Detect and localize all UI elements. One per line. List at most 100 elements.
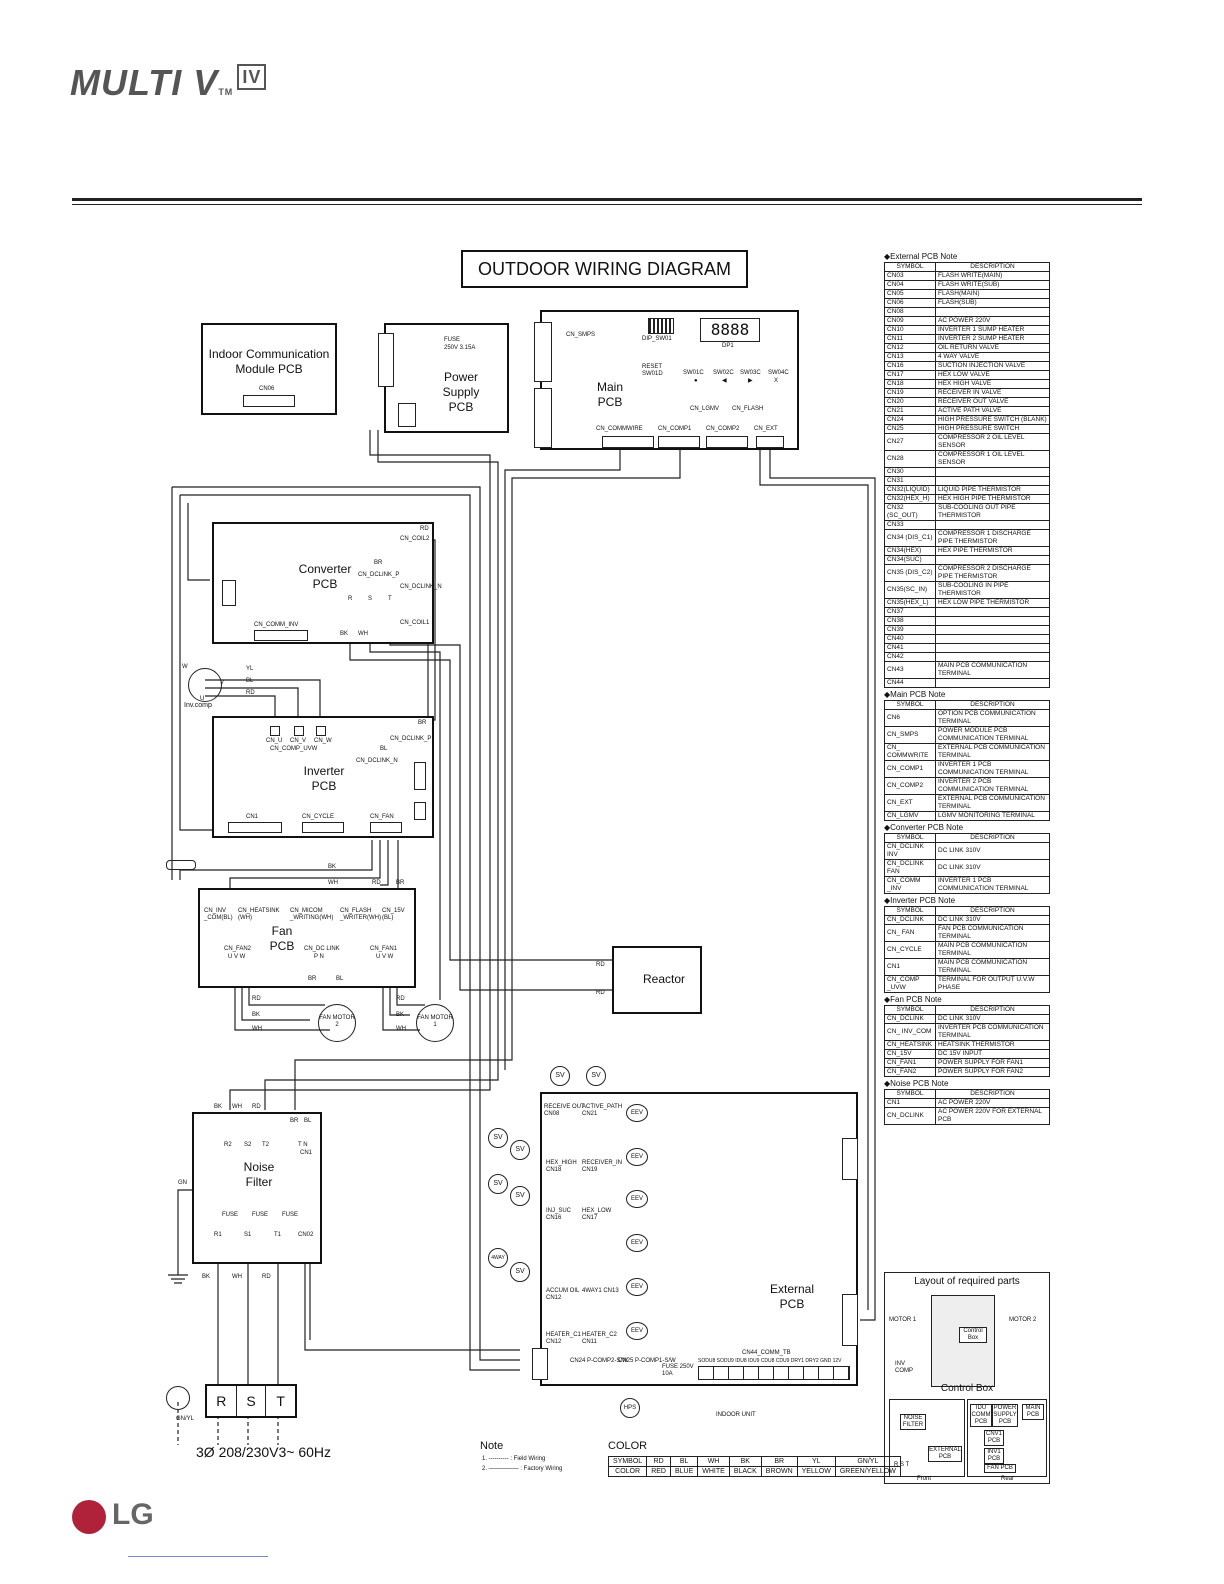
note-header-cell: DESCRIPTION [935, 906, 1050, 916]
note-description [935, 634, 1050, 644]
note-description: POWER SUPPLY FOR FAN1 [935, 1058, 1050, 1068]
reset-sw-label: SW01D [642, 371, 663, 377]
layout-inv1: INV1 PCB [984, 1448, 1004, 1464]
external-note-title: ◆External PCB Note [884, 252, 958, 261]
layout-fan-pcb: FAN PCB [984, 1464, 1016, 1473]
note-symbol: CN_DCLINK INV [884, 842, 936, 860]
wire-br: BR [374, 560, 383, 566]
note-symbol: CN31 [884, 476, 936, 486]
note-header-cell: SYMBOL [884, 833, 936, 843]
noise-note-title: ◆Noise PCB Note [884, 1079, 949, 1088]
note-description: ACTIVE PATH VALVE [935, 406, 1050, 416]
note-symbol: CN43 [884, 661, 936, 679]
connector-cn030 [378, 333, 394, 387]
note-row: CN40 [884, 634, 1050, 644]
ext-heater-c1: HEATER_C1 CN12 [546, 1332, 581, 1345]
sw03c-symbol: ▶ [748, 378, 753, 384]
note-symbol: CN21 [884, 406, 936, 416]
connector-commwire [602, 436, 654, 448]
note-symbol: CN32(HEX_H) [884, 494, 936, 504]
note-description: SUB-COOLING OUT PIPE THERMISTOR [935, 503, 1050, 521]
sw01c-symbol: ● [694, 378, 698, 384]
fan-motor-1-label: FAN MOTOR 1 [417, 1015, 453, 1028]
note-description [935, 607, 1050, 617]
terminal-r: R [348, 596, 353, 602]
fan-pcb: CN_INV _COM(BL) CN_HEATSINK (WH) CN_MICO… [198, 888, 416, 988]
ext-receive-out: RECEIVE OUT CN08 [544, 1104, 585, 1117]
cn-dclink-n-label: CN_DCLINK_N [400, 584, 442, 590]
comp-v: V [220, 680, 225, 686]
reactor: Reactor RD RD [596, 946, 702, 1014]
fan-cn-micom-label: CN_MICOM _WRITING(WH) [290, 908, 334, 921]
note-description [935, 643, 1050, 653]
cn-dclink-p-label: CN_DCLINK_P [358, 572, 400, 578]
note-symbol: CN30 [884, 467, 936, 477]
layout-rear-label: Rear [1001, 1476, 1015, 1482]
connector-cycle [842, 1138, 858, 1180]
note-description: AC POWER 220V FOR EXTERNAL PCB [935, 1107, 1050, 1125]
note-description: FAN PCB COMMUNICATION TERMINAL [935, 924, 1050, 942]
note-symbol: CN_DCLINK [884, 1014, 936, 1024]
note-symbol: CN24 [884, 415, 936, 425]
note-description: HIGH PRESSURE SWITCH (BLANK) [935, 415, 1050, 425]
note-row: CN33 [884, 520, 1050, 530]
note-description [935, 678, 1050, 688]
fan-cn-dclink-label: CN_DC LINK [304, 946, 340, 952]
note-description: COMPRESSOR 1 OIL LEVEL SENSOR [935, 450, 1050, 468]
dip-label: DIP_SW01 [642, 336, 672, 342]
cn-smps-label: CN_SMPS [566, 332, 596, 338]
note-description: DC LINK 310V [935, 1014, 1050, 1024]
note-description: INVERTER 1 PCB COMMUNICATION TERMINAL [935, 876, 1050, 894]
fan-motor-2-icon: FAN MOTOR 2 [318, 1004, 356, 1042]
supply-t: T [276, 1393, 285, 1409]
layout-power-supply: POWER SUPPLY PCB [992, 1404, 1018, 1427]
noise-br: BR [290, 1118, 299, 1124]
note-symbol: CN05 [884, 289, 936, 299]
hps-icon: HPS [620, 1398, 640, 1418]
connector-cn43 [842, 1294, 858, 1346]
note-row: CN32(LIQUID)LIQUID PIPE THERMISTOR [884, 485, 1050, 495]
noise-label: Noise [243, 1160, 275, 1174]
note-row: CN32(HEX_H)HEX HIGH PIPE THERMISTOR [884, 494, 1050, 504]
comp-w: W [182, 664, 188, 670]
note-row: CN35(HEX_L)HEX LOW PIPE THERMISTOR [884, 598, 1050, 608]
noise-bl: BL [304, 1118, 312, 1124]
note-description: HEX HIGH PIPE THERMISTOR [935, 494, 1050, 504]
fan-pcb-label-2: PCB [269, 939, 295, 953]
note-description: MAIN PCB COMMUNICATION TERMINAL [935, 661, 1050, 679]
brand-generation: IV [237, 64, 267, 90]
sw02c-symbol: ◀ [722, 378, 727, 384]
note-symbol: CN28 [884, 450, 936, 468]
note-description: FLASH WRITE(SUB) [935, 280, 1050, 290]
note-description: INVERTER 1 PCB COMMUNICATION TERMINAL [935, 760, 1050, 778]
note-description: INVERTER PCB COMMUNICATION TERMINAL [935, 1023, 1050, 1041]
note-symbol: CN35 (DIS_C2) [884, 564, 936, 582]
note-description: FLASH(MAIN) [935, 289, 1050, 299]
note-description: TERMINAL FOR OUTPUT U.V.W PHASE [935, 975, 1050, 993]
comp-u: U [200, 696, 205, 702]
note-description: HIGH PRESSURE SWITCH [935, 424, 1050, 434]
note-description: COMPRESSOR 2 OIL LEVEL SENSOR [935, 433, 1050, 451]
note-symbol: CN19 [884, 388, 936, 398]
fan-wire-br: BR [396, 880, 405, 886]
note-description: HEX LOW PIPE THERMISTOR [935, 598, 1050, 608]
cn-u-connector [270, 726, 280, 736]
note-description: POWER MODULE PCB COMMUNICATION TERMINAL [935, 726, 1050, 744]
motor2-rd: RD [252, 996, 261, 1002]
note-description: EXTERNAL PCB COMMUNICATION TERMINAL [935, 794, 1050, 812]
ext-cn24: CN24 P-COMP2-S/W [570, 1358, 628, 1364]
connector-cn-cycle [302, 822, 344, 833]
note-symbol: CN_HEATSINK [884, 1040, 936, 1050]
note-description: DC 15V INPUT [935, 1049, 1050, 1059]
